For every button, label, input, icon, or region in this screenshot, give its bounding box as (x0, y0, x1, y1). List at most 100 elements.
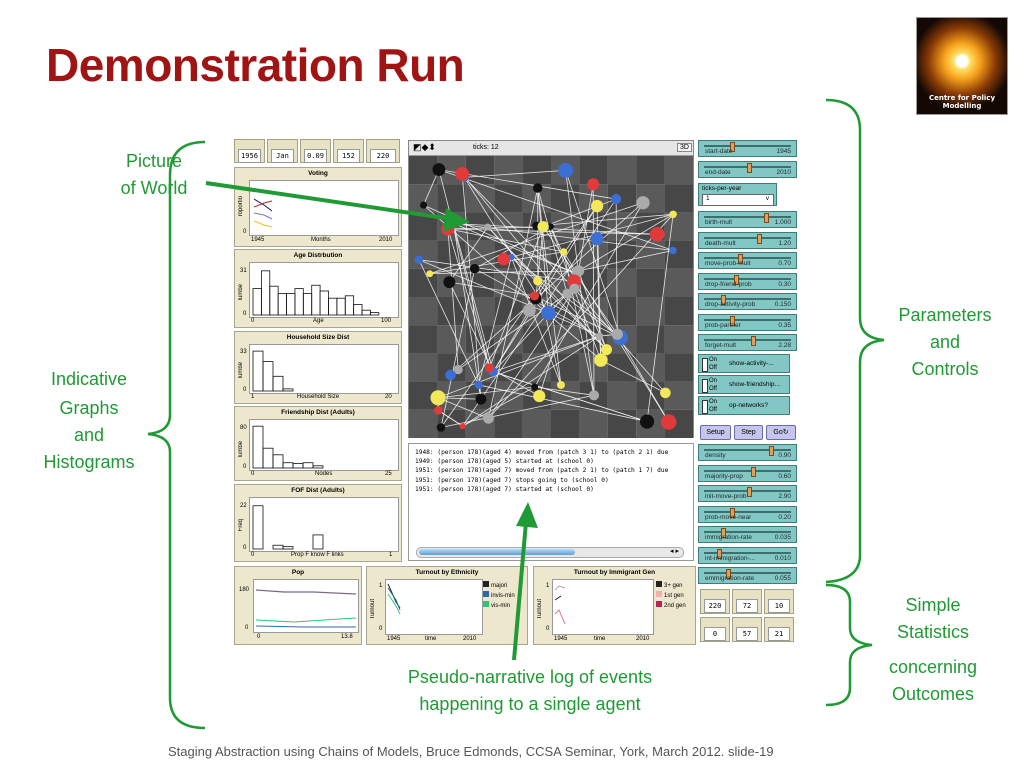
switch-label: show-activity-... (729, 360, 774, 367)
slider-track[interactable] (704, 257, 791, 259)
slider-track[interactable] (704, 449, 791, 451)
slider-knob[interactable] (757, 233, 763, 244)
slider-track[interactable] (704, 531, 791, 533)
scroll-arrows-icon[interactable]: ◂ ▸ (670, 548, 679, 555)
annotation-parameters: Parameters and Controls (880, 302, 1010, 383)
go-label: Go (773, 429, 783, 436)
log-scrollbar[interactable]: ◂ ▸ (416, 547, 684, 558)
slider-track[interactable] (704, 339, 791, 341)
slider-track[interactable] (704, 469, 791, 472)
slider-knob[interactable] (747, 487, 752, 497)
slider-knob[interactable] (729, 315, 735, 326)
toggle-knob[interactable] (702, 358, 708, 372)
slider-knob[interactable] (721, 295, 727, 305)
slider-int-immigration[interactable]: int-immigration-...0.010 (698, 546, 797, 564)
slider-value: 0.70 (778, 260, 791, 267)
slider-track[interactable] (704, 298, 791, 300)
axis-tick: 13.8 (341, 634, 353, 640)
plot-title: Turnout by Immigrant Gen (573, 569, 656, 576)
slider-track[interactable] (704, 236, 791, 239)
view-control-icons[interactable]: ◩◆⬍ (413, 142, 436, 152)
slider-knob[interactable] (751, 336, 757, 346)
slider-knob[interactable] (721, 528, 727, 538)
immigrant-lines (554, 585, 566, 625)
axis-label: time (594, 636, 606, 642)
annotation-line: happening to a single agent (419, 694, 641, 714)
slider-track[interactable] (704, 216, 791, 218)
chooser-label: ticks-per-year (702, 185, 742, 192)
slider-knob[interactable] (768, 446, 774, 456)
log-line: 1951: (person 178)(aged 7) stops going t… (415, 476, 609, 484)
slider-label: end-date (705, 169, 731, 176)
3d-button[interactable]: 3D (677, 143, 692, 152)
state-off: Off (709, 407, 717, 413)
slider-knob[interactable] (738, 254, 744, 264)
chooser-value[interactable]: 1 v (702, 194, 774, 206)
monitor-population: 220 (366, 139, 400, 163)
ticks-per-year-chooser[interactable]: ticks-per-year 1 v (698, 183, 777, 206)
histogram-bar (286, 292, 296, 316)
slider-knob[interactable] (716, 548, 722, 559)
slider-value: 0.60 (778, 472, 791, 480)
slider-value: 2.90 (778, 493, 791, 500)
slider-track[interactable] (704, 510, 791, 513)
slider-knob[interactable] (751, 466, 757, 477)
stat-monitor: 72 (732, 589, 762, 614)
go-button[interactable]: Go↻ (766, 425, 796, 440)
top-monitors: 1956 Jan 0.09 152 220 (234, 139, 402, 164)
slider-track[interactable] (704, 551, 791, 554)
slider-knob[interactable] (729, 142, 735, 152)
chevron-down-icon: v (765, 195, 769, 202)
slider-track[interactable] (704, 318, 791, 321)
toggle-knob[interactable] (702, 400, 708, 414)
setup-button[interactable]: Setup (700, 425, 731, 440)
axis-tick: 80 (240, 425, 247, 431)
axis-tick: 1945 (251, 237, 265, 243)
log-line: 1948: (person 178)(aged 4) moved from (p… (415, 449, 669, 456)
slider-knob[interactable] (747, 163, 752, 173)
slider-track[interactable] (704, 145, 791, 147)
histogram-bar (353, 304, 363, 316)
slider-knob[interactable] (764, 213, 770, 223)
slider-knob[interactable] (725, 569, 731, 579)
world-view[interactable]: ◩◆⬍ ticks: 12 3D (408, 140, 694, 438)
axis-tick: 0 (245, 625, 249, 631)
slider-value: 0.90 (778, 452, 791, 459)
slider-knob[interactable] (729, 507, 735, 518)
histogram-bar (361, 309, 371, 316)
annotation-line: Picture (125, 151, 183, 171)
scroll-thumb[interactable] (419, 549, 575, 555)
slider-track[interactable] (704, 277, 791, 280)
legend: 3+ gen 1st gen 2nd gen (656, 581, 686, 611)
monitor-year: 1956 (234, 139, 265, 163)
histogram-bar (294, 288, 304, 316)
plot-title: Turnout by Ethnicity (415, 569, 479, 576)
histogram-bar (292, 463, 304, 469)
toggle-knob[interactable] (702, 379, 708, 393)
step-button[interactable]: Step (734, 425, 763, 440)
switch-label: op-networks? (729, 402, 769, 409)
slider-knob[interactable] (734, 274, 740, 285)
monitor-value: 10 (768, 599, 790, 613)
slider-track[interactable] (704, 572, 791, 574)
